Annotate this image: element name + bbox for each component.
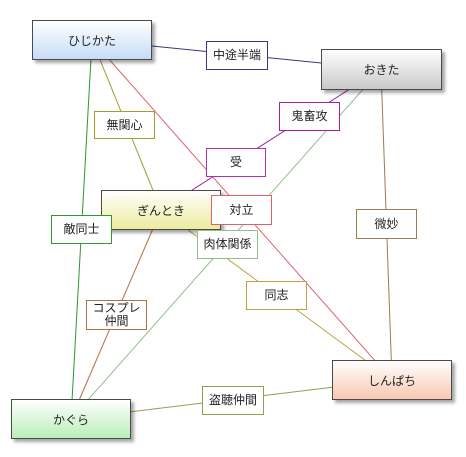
- relation-label-doushi[interactable]: 同志: [246, 281, 307, 310]
- line-okita-gintoki: [160, 68, 382, 211]
- relation-label-bimyo[interactable]: 微妙: [356, 209, 417, 239]
- node-kagura[interactable]: かぐら: [11, 399, 131, 439]
- relation-label-toucho[interactable]: 盗聴仲間: [202, 386, 264, 415]
- relation-label-nikutai[interactable]: 肉体関係: [197, 230, 258, 259]
- node-hijikata[interactable]: ひじかた: [32, 20, 152, 60]
- node-okita[interactable]: おきた: [321, 49, 442, 90]
- relation-label-mukan[interactable]: 無関心: [94, 111, 155, 139]
- relation-label-kichiku[interactable]: 鬼畜攻: [279, 102, 340, 131]
- node-gintoki[interactable]: ぎんとき: [101, 190, 221, 230]
- relation-label-tairitsu[interactable]: 対立: [211, 195, 272, 225]
- relation-label-tekidoushi[interactable]: 敵同士: [51, 215, 112, 244]
- relation-label-chuto[interactable]: 中途半端: [206, 41, 268, 70]
- relation-label-cosplay[interactable]: コスプレ仲間: [86, 300, 147, 330]
- node-shinpachi[interactable]: しんぱち: [332, 360, 452, 400]
- relation-label-uke[interactable]: 受: [206, 148, 266, 177]
